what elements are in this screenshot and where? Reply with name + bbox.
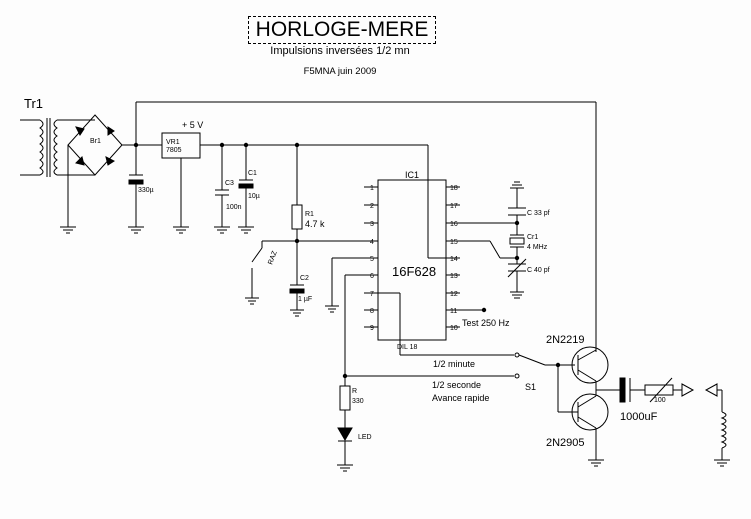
label-raz: RAZ bbox=[267, 249, 279, 265]
bridge-rectifier bbox=[67, 114, 162, 227]
label-pot: 100 bbox=[654, 397, 666, 404]
ic-pin-numbers: 1 2 3 4 5 6 7 8 9 18 17 16 15 14 13 12 1… bbox=[370, 185, 458, 332]
label-r: R bbox=[352, 388, 357, 395]
pin-right: 10 bbox=[450, 325, 458, 332]
transformer bbox=[20, 118, 95, 177]
junction-dots bbox=[133, 142, 561, 379]
label-ic1: IC1 bbox=[405, 170, 419, 180]
label-r1-value: 4.7 k bbox=[305, 219, 325, 229]
pin-left: 4 bbox=[370, 239, 374, 246]
pin-right: 13 bbox=[450, 273, 458, 280]
ground-symbols bbox=[60, 226, 254, 234]
pin-left: 6 bbox=[370, 273, 374, 280]
label-q2: 2N2905 bbox=[546, 437, 585, 449]
page-subtitle: Impulsions inversées 1/2 mn bbox=[270, 45, 410, 57]
label-supply: + 5 V bbox=[182, 120, 203, 130]
label-c1-value: 10µ bbox=[248, 193, 260, 200]
author-date: F5MNA juin 2009 bbox=[303, 66, 377, 77]
label-c3: C3 bbox=[225, 180, 234, 187]
page-title: HORLOGE-MERE bbox=[248, 16, 436, 44]
label-c2-value: 1 µF bbox=[298, 296, 312, 303]
label-cap-out: 1000uF bbox=[620, 411, 658, 423]
label-tr1: Tr1 bbox=[24, 96, 43, 111]
label-c2: C2 bbox=[300, 275, 309, 282]
pin-left: 8 bbox=[370, 308, 374, 315]
label-test: Test 250 Hz bbox=[462, 318, 510, 328]
label-c3-value: 100n bbox=[226, 204, 242, 211]
pin-right: 17 bbox=[450, 203, 458, 210]
pin-right: 18 bbox=[450, 185, 458, 192]
pin-right: 14 bbox=[450, 256, 458, 263]
label-led: LED bbox=[358, 434, 372, 441]
label-cr1: Cr1 bbox=[527, 234, 538, 241]
label-half-second: 1/2 seconde bbox=[432, 380, 481, 390]
pin-left: 3 bbox=[370, 221, 374, 228]
label-c330: 330µ bbox=[138, 187, 154, 194]
pin-right: 12 bbox=[450, 291, 458, 298]
label-dil18: DIL 18 bbox=[397, 344, 417, 351]
label-c33: C 33 pf bbox=[527, 210, 550, 217]
label-7805: 7805 bbox=[166, 147, 182, 154]
label-fast: Avance rapide bbox=[432, 393, 489, 403]
label-r1: R1 bbox=[305, 211, 314, 218]
label-vr1: VR1 bbox=[166, 139, 180, 146]
pin-right: 11 bbox=[450, 308, 457, 315]
pin-left: 2 bbox=[370, 203, 374, 210]
label-c40: C 40 pf bbox=[527, 267, 550, 274]
pin-right: 16 bbox=[450, 221, 458, 228]
label-ic-type: 16F628 bbox=[392, 264, 436, 279]
label-c1: C1 bbox=[248, 170, 257, 177]
label-half-minute: 1/2 minute bbox=[433, 359, 475, 369]
label-br1: Br1 bbox=[90, 138, 101, 145]
pin-left: 5 bbox=[370, 256, 374, 263]
pin-right: 15 bbox=[450, 239, 458, 246]
label-q1: 2N2219 bbox=[546, 334, 585, 346]
pin-left: 9 bbox=[370, 325, 374, 332]
ic-pin-stubs bbox=[364, 186, 460, 328]
label-s1: S1 bbox=[525, 382, 536, 392]
pin-left: 7 bbox=[370, 291, 374, 298]
pin-left: 1 bbox=[370, 185, 374, 192]
label-4mhz: 4 MHz bbox=[527, 244, 548, 251]
label-r-value: 330 bbox=[352, 398, 364, 405]
